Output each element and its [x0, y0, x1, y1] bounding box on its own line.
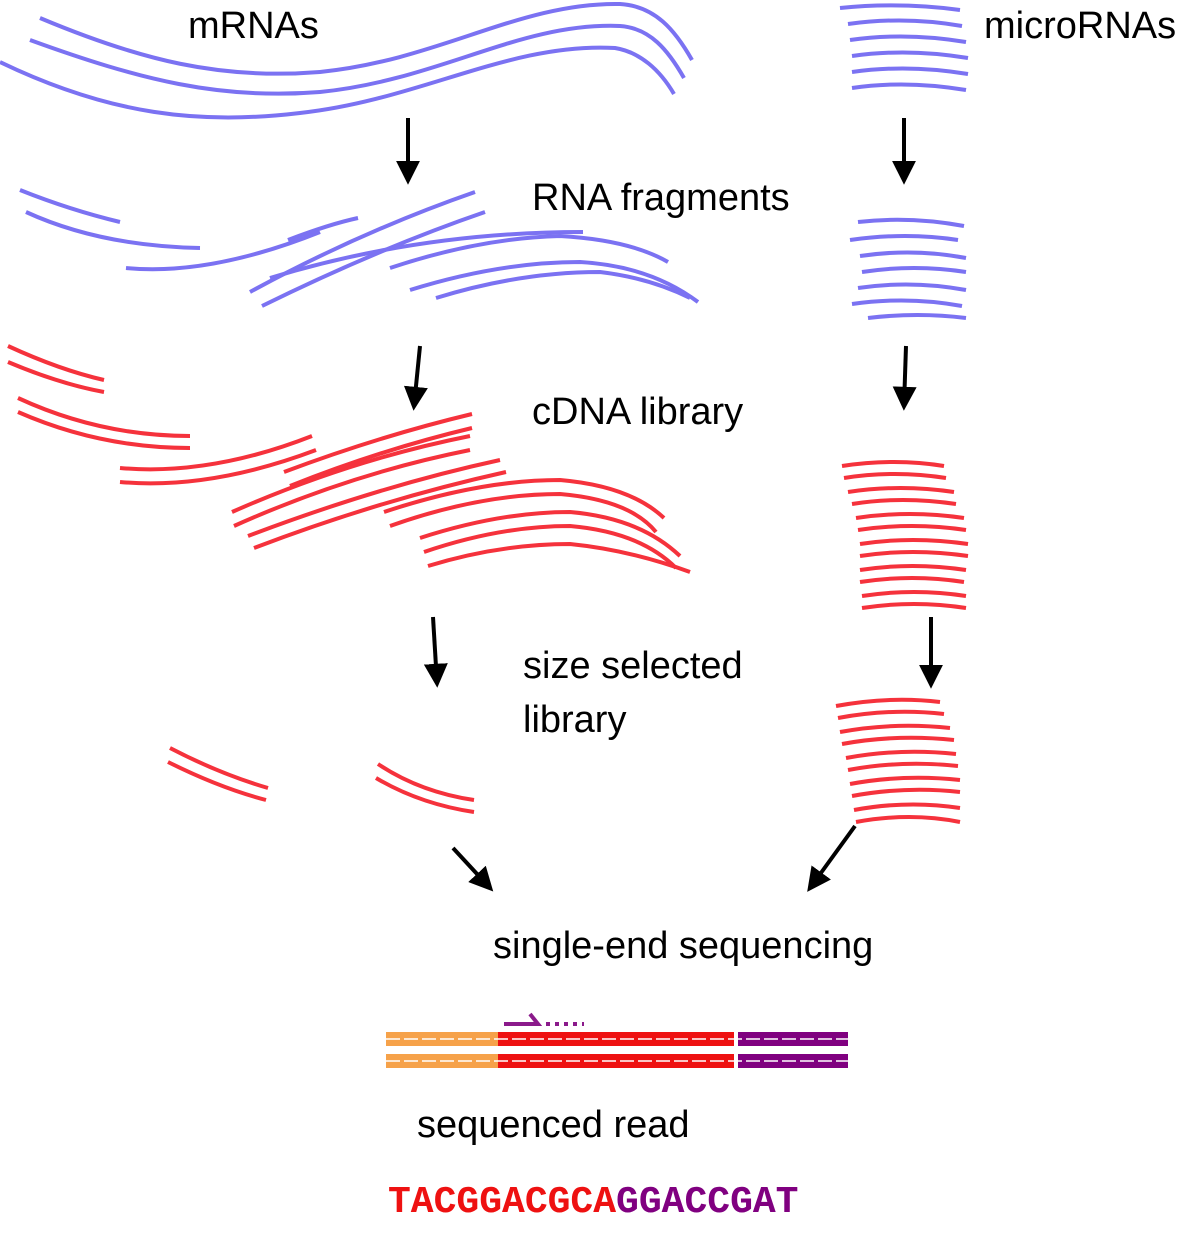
cdna-library-strands: [7, 344, 691, 574]
rna-fragment-strands: [19, 188, 700, 308]
arrow-down-icon: [892, 345, 917, 411]
rna-fragments-label: RNA fragments: [532, 177, 790, 219]
microrna-strands: [839, 3, 969, 92]
read-sequence: TACGGACGCAGGACCGAT: [388, 1181, 798, 1224]
size-selected-label-line1: size selected: [523, 645, 743, 687]
microrna-fragment-strands: [849, 217, 967, 320]
cdna-library-label: cDNA library: [532, 391, 743, 433]
arrow-down-icon: [451, 846, 494, 892]
sequenced-read-construct: [386, 1012, 848, 1068]
read-sequence-adapter: GGACCGAT: [616, 1181, 798, 1224]
microrna-cdna-strands: [841, 460, 969, 610]
read-sequence-insert: TACGGACGCA: [388, 1181, 616, 1224]
single-end-sequencing-label: single-end sequencing: [493, 925, 873, 967]
arrow-down-icon: [423, 616, 448, 688]
arrow-down-icon: [403, 345, 428, 411]
arrow-down-icon: [807, 824, 857, 892]
size-selected-microrna-strands: [835, 697, 961, 824]
mrnas-label: mRNAs: [188, 5, 319, 47]
primer-arrow-icon: [504, 1012, 584, 1026]
base-pair-ticks: [386, 1038, 848, 1062]
process-arrows: [396, 118, 943, 892]
size-selected-mrna-strands: [167, 746, 475, 814]
sequenced-read-label: sequenced read: [417, 1104, 690, 1146]
size-selected-label-line2: library: [523, 699, 626, 741]
micrornas-label: microRNAs: [984, 5, 1176, 47]
mrna-strands: [0, 1, 694, 120]
